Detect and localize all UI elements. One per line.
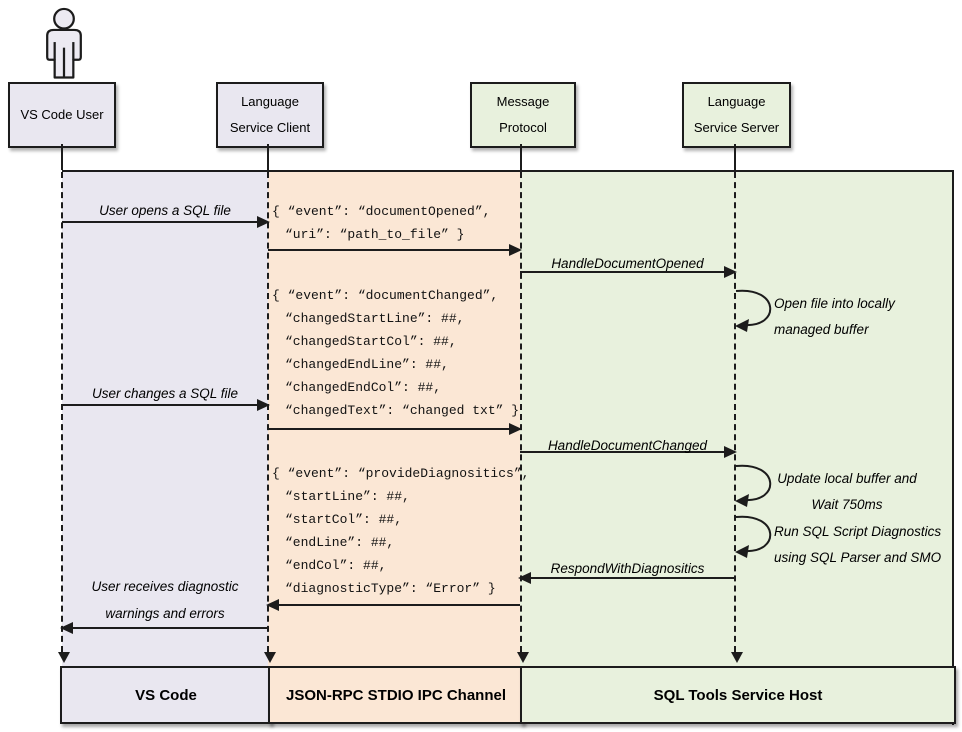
participant-language-service-client: Language Service Client (216, 82, 324, 148)
self-loop-update-buffer-icon (735, 464, 772, 507)
payload-line: { “event”: “provideDiagnositics”, (272, 466, 530, 481)
lifeline-server (731, 172, 743, 663)
note-update-buffer: Update local buffer and Wait 750ms (758, 466, 936, 518)
participant-label-line1: Language (241, 94, 299, 109)
payload-line: “startLine”: ##, (285, 489, 410, 504)
label-handle-document-changed: HandleDocumentChanged (547, 438, 708, 453)
arrow-handle-document-opened (520, 266, 737, 278)
arrow-document-opened (268, 244, 522, 256)
arrow-respond-with-diagnostics (518, 572, 735, 584)
lane-label: JSON-RPC STDIO IPC Channel (285, 686, 507, 704)
label-handle-document-opened: HandleDocumentOpened (551, 256, 704, 271)
band-vscode (62, 172, 268, 722)
label-user-receives-line1: User receives diagnostic (91, 579, 239, 594)
note-run-diagnostics: Run SQL Script Diagnostics using SQL Par… (774, 519, 941, 571)
lifeline-user (58, 172, 70, 663)
arrow-document-changed (268, 423, 522, 435)
participant-label-line2: Service Server (693, 120, 780, 135)
payload-line: “uri”: “path_to_file” } (285, 227, 465, 242)
payload-provide-diagnostics: { “event”: “provideDiagnositics”, “start… (272, 462, 529, 600)
participant-language-service-server: Language Service Server (682, 82, 791, 148)
lane-service-host: SQL Tools Service Host (520, 666, 956, 724)
note-line1: Run SQL Script Diagnostics (774, 524, 942, 539)
connector-protocol (520, 144, 522, 170)
participant-label-line1: Language (707, 94, 766, 109)
lifeline-arrow-icon (58, 652, 70, 663)
note-line1: Update local buffer and (777, 471, 917, 486)
lane-vscode: VS Code (60, 666, 272, 724)
lane-label: VS Code (135, 686, 197, 704)
label-user-receives: User receives diagnostic warnings and er… (62, 573, 268, 627)
participant-message-protocol: Message Protocol (470, 82, 576, 148)
label-user-opens: User opens a SQL file (99, 203, 231, 218)
self-loop-open-buffer-icon (735, 289, 772, 332)
diagram-stage (62, 170, 954, 725)
connector-server (734, 144, 736, 170)
payload-line: “endCol”: ##, (285, 558, 387, 573)
note-line2: Wait 750ms (811, 497, 883, 512)
payload-line: “changedStartCol”: ##, (285, 334, 457, 349)
payload-line: “changedEndLine”: ##, (285, 357, 449, 372)
label-respond-with-diagnostics: RespondWithDiagnositics (550, 561, 705, 576)
connector-client (267, 144, 269, 170)
participant-label-line2: Service Client (229, 120, 311, 135)
lane-ipc-channel: JSON-RPC STDIO IPC Channel (268, 666, 524, 724)
participant-label-line2: Protocol (499, 120, 547, 135)
participant-label: VS Code User (20, 107, 104, 122)
note-open-buffer: Open file into locally managed buffer (774, 291, 895, 343)
self-loop-run-diagnostics-icon (735, 515, 772, 558)
lifeline-arrow-icon (517, 652, 529, 663)
arrow-provide-diagnostics (266, 599, 520, 611)
payload-line: “changedEndCol”: ##, (285, 380, 442, 395)
band-ipc-channel (268, 172, 520, 722)
note-line1: Open file into locally (774, 296, 895, 311)
lifeline-arrow-icon (731, 652, 743, 663)
arrow-handle-document-changed (520, 446, 737, 458)
user-actor-icon (46, 7, 82, 79)
lifeline-protocol (517, 172, 529, 663)
note-line2: using SQL Parser and SMO (774, 550, 942, 565)
label-user-receives-line2: warnings and errors (105, 606, 225, 621)
payload-line: { “event”: “documentOpened”, (272, 204, 491, 219)
participant-label-line1: Message (496, 94, 550, 109)
lifeline-arrow-icon (264, 652, 276, 663)
arrow-user-changes (62, 399, 270, 411)
label-user-changes: User changes a SQL file (91, 386, 239, 401)
arrow-user-receives (60, 622, 268, 634)
payload-line: “startCol”: ##, (285, 512, 403, 527)
note-line2: managed buffer (774, 322, 869, 337)
payload-line: { “event”: “documentChanged”, (272, 288, 499, 303)
connector-user (61, 144, 63, 170)
lane-label: SQL Tools Service Host (653, 686, 823, 704)
payload-line: “changedText”: “changed txt” } (285, 403, 520, 418)
payload-line: “endLine”: ##, (285, 535, 395, 550)
lifeline-client (264, 172, 276, 663)
payload-document-changed: { “event”: “documentChanged”, “changedSt… (272, 284, 519, 422)
payload-line: “diagnosticType”: “Error” } (285, 581, 496, 596)
payload-line: “changedStartLine”: ##, (285, 311, 465, 326)
arrow-user-opens (62, 216, 270, 228)
participant-vscode-user: VS Code User (8, 82, 116, 148)
payload-document-opened: { “event”: “documentOpened”, “uri”: “pat… (272, 200, 490, 246)
